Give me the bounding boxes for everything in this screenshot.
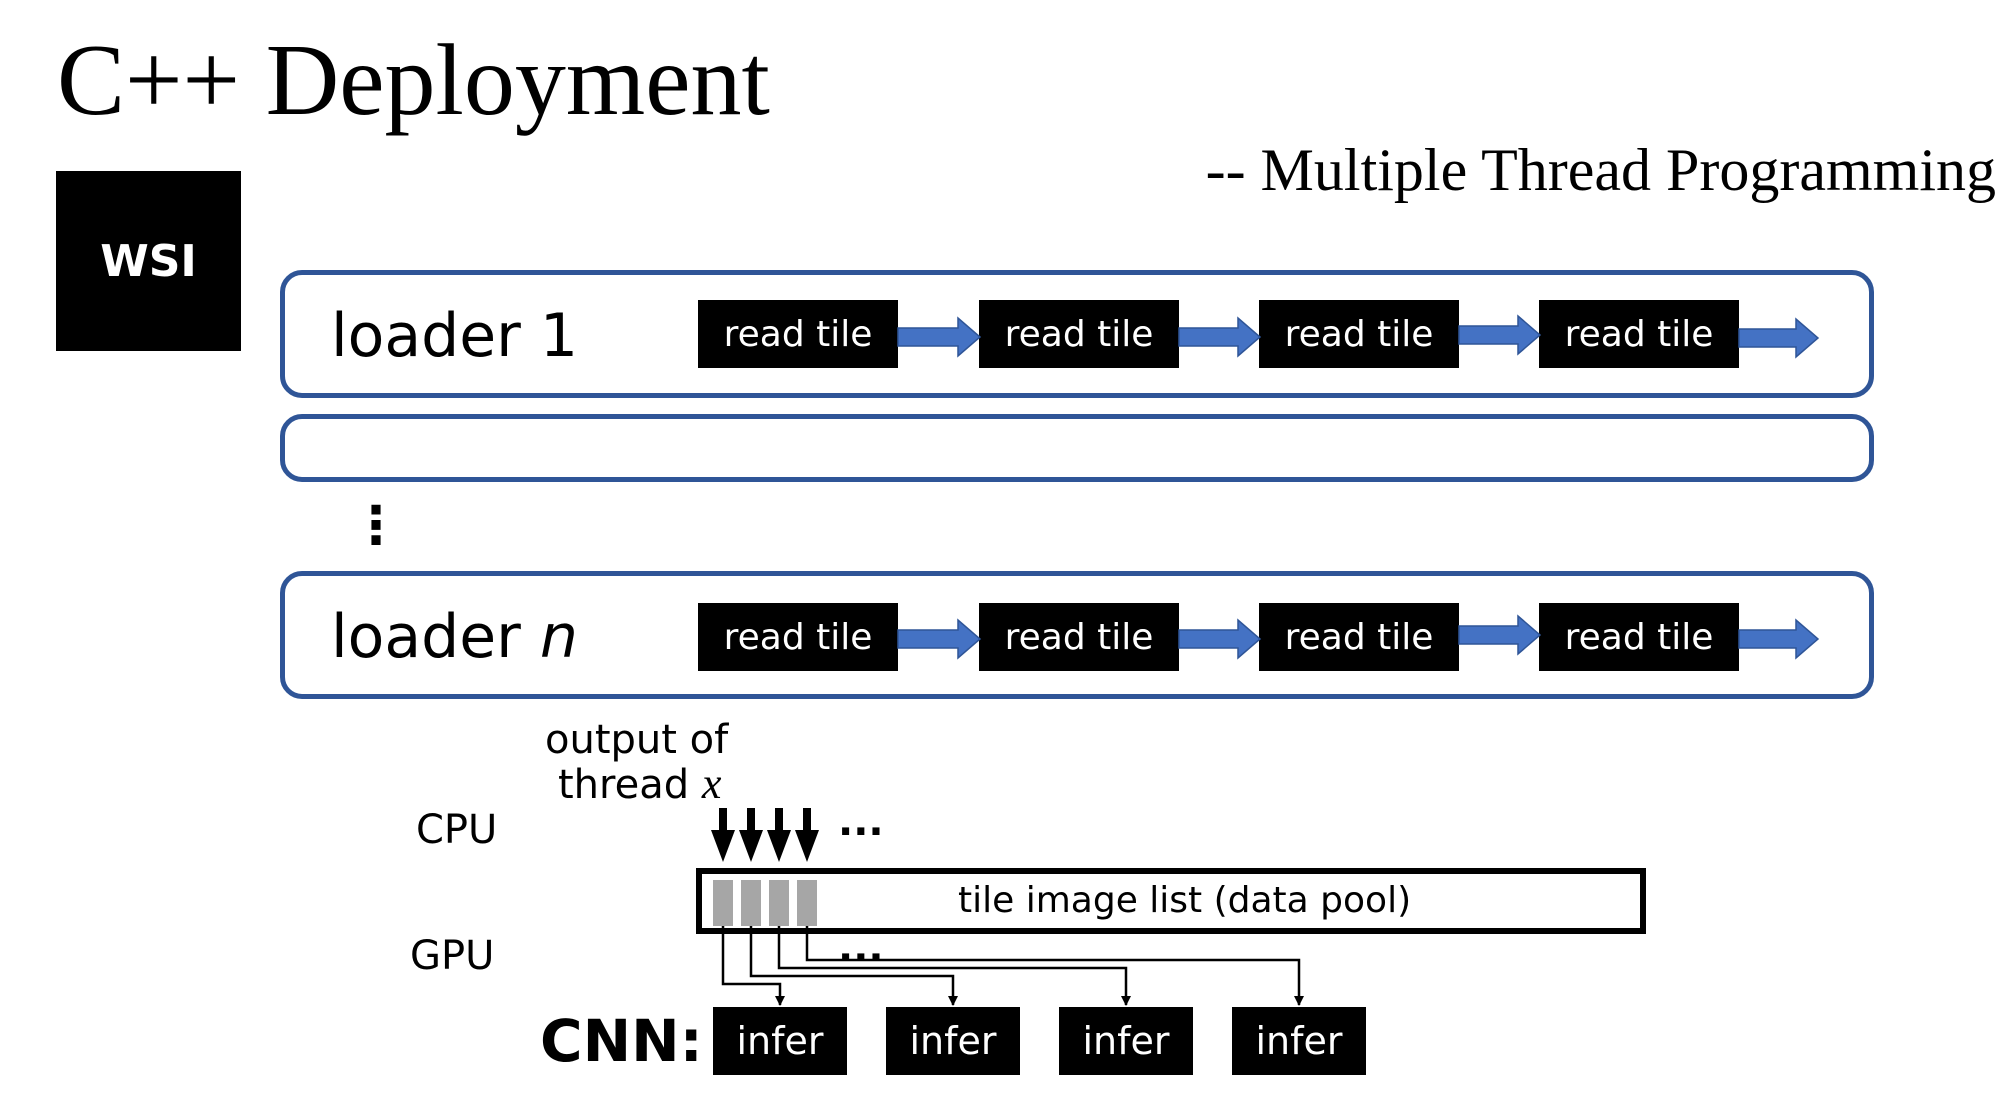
pool-slot-2 (741, 880, 761, 926)
infer-box-4: infer (1232, 1007, 1366, 1075)
flow-arrow (1178, 618, 1262, 660)
loader-1-flow-arrows (897, 314, 1820, 359)
loader-n-read-tile-4: read tile (1539, 603, 1739, 671)
pool-to-infer-connectors (721, 926, 1304, 1006)
loaders-vertical-ellipsis: ⋮ (350, 496, 402, 556)
down-arrow (795, 808, 819, 862)
slide-subtitle: -- Multiple Thread Programming (1205, 137, 1996, 203)
connector-line (749, 926, 958, 1006)
down-arrow (711, 808, 735, 862)
flow-arrow (897, 618, 982, 660)
cpu-output-arrows (711, 808, 819, 862)
flow-arrow (1738, 618, 1820, 660)
loader-n-read-tile-2: read tile (979, 603, 1179, 671)
connector-line (721, 926, 785, 1006)
flow-arrow (1178, 316, 1262, 358)
flow-arrow (897, 316, 982, 358)
wsi-box: WSI (56, 171, 241, 351)
data-pool-box (696, 868, 1646, 934)
loader-1-read-tile-4: read tile (1539, 300, 1739, 368)
loader-1-index: 1 (539, 301, 579, 371)
loader-1-read-tile-2: read tile (979, 300, 1179, 368)
down-arrow (739, 808, 763, 862)
pool-slot-4 (797, 880, 817, 926)
infer-box-2: infer (886, 1007, 1020, 1075)
loader-n-read-tile-1: read tile (698, 603, 898, 671)
output-label-line2: thread x (558, 759, 722, 808)
loader-1-label: loader 1 (331, 301, 579, 371)
connector-line (805, 926, 1304, 1006)
gpu-label: GPU (410, 933, 495, 979)
pool-slot-3 (769, 880, 789, 926)
loader-1-read-tile-3: read tile (1259, 300, 1459, 368)
flow-arrow (1458, 314, 1542, 356)
infer-box-3: infer (1059, 1007, 1193, 1075)
loader-n-label: loader n (331, 602, 578, 672)
loader-n-read-tile-3: read tile (1259, 603, 1459, 671)
data-pool-label: tile image list (data pool) (958, 880, 1412, 921)
cnn-label: CNN: (540, 1007, 703, 1075)
infer-box-1: infer (713, 1007, 847, 1075)
pool-slot-1 (713, 880, 733, 926)
output-label-line1: output of (545, 717, 729, 763)
down-arrow (767, 808, 791, 862)
wsi-label: WSI (100, 235, 197, 287)
loader-2-box (280, 414, 1874, 482)
flow-arrow (1738, 317, 1820, 359)
connector-line (777, 926, 1131, 1006)
loader-n-index: n (539, 602, 578, 672)
output-arrows-ellipsis: ··· (838, 809, 884, 855)
connectors-ellipsis: ··· (838, 935, 884, 981)
slide-title: C++ Deployment (57, 24, 770, 137)
flow-arrow (1458, 614, 1542, 656)
loader-1-read-tile-1: read tile (698, 300, 898, 368)
cpu-label: CPU (416, 807, 498, 853)
loader-n-flow-arrows (897, 614, 1820, 660)
output-label-var: x (701, 759, 722, 808)
